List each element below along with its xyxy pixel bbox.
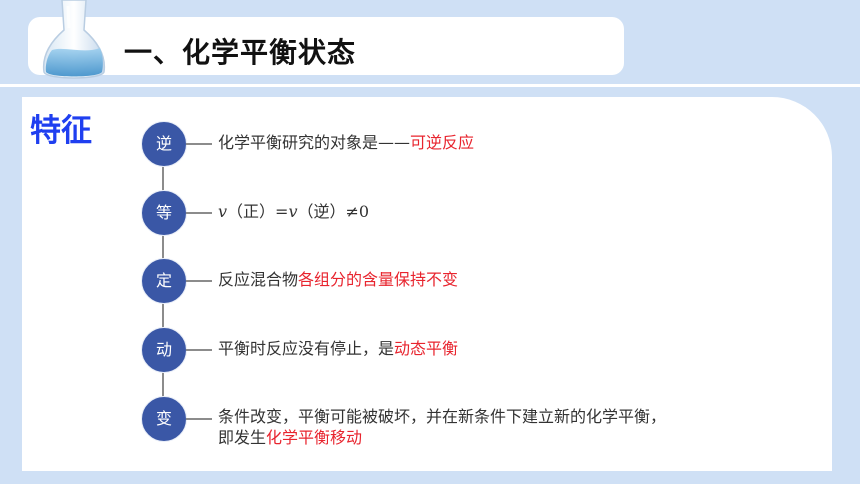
feature-highlight: 可逆反应 [410,133,475,152]
formula-part: （逆）≠0 [297,202,370,221]
feature-text-plain: 化学平衡研究的对象是—— [218,133,411,152]
feature-text-plain: 即发生 [218,428,267,447]
header-divider [0,84,860,87]
node-deng: 等 [141,190,187,236]
velocity-symbol: v [288,202,298,221]
connector [186,280,212,282]
node-ding: 定 [141,258,187,304]
connector [186,212,212,214]
page-title: 一、化学平衡状态 [124,36,357,69]
connector [186,349,212,351]
node-dong: 动 [141,327,187,373]
feature-text: 反应混合物各组分的含量保持不变 [218,269,458,290]
feature-text-plain: 平衡时反应没有停止，是 [218,339,395,358]
node-bian: 变 [141,396,187,442]
feature-text: 平衡时反应没有停止，是动态平衡 [218,338,458,359]
connector [186,143,212,145]
velocity-symbol: v [218,202,228,221]
title-bar [28,17,624,75]
feature-text-line1: 条件改变，平衡可能被破坏，并在新条件下建立新的化学平衡， [218,407,667,426]
node-ni: 逆 [141,121,187,167]
feature-formula: v（正）=v（逆）≠0 [218,201,369,222]
feature-highlight: 化学平衡移动 [266,428,363,447]
connector [186,418,212,420]
formula-part: （正）= [227,202,289,221]
feature-text: 条件改变，平衡可能被破坏，并在新条件下建立新的化学平衡， 即发生化学平衡移动 [218,406,666,448]
feature-highlight: 动态平衡 [394,339,459,358]
feature-text: 化学平衡研究的对象是——可逆反应 [218,132,474,153]
section-label: 特征 [30,113,92,149]
feature-text-plain: 反应混合物 [218,270,299,289]
feature-highlight: 各组分的含量保持不变 [298,270,459,289]
feature-text-line2: 即发生化学平衡移动 [218,427,666,448]
flask-icon [42,0,106,79]
